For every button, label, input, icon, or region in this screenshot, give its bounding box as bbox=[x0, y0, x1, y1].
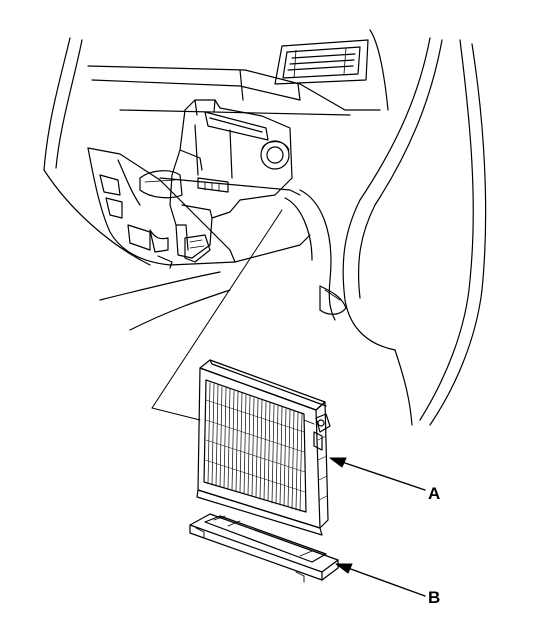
side-panel bbox=[284, 37, 487, 426]
callout-label-b: B bbox=[428, 588, 441, 607]
heater-housing bbox=[139, 99, 293, 269]
leader-arrow-a bbox=[341, 461, 426, 491]
leader-arrow-b bbox=[347, 567, 426, 597]
evaporator-seal-tray bbox=[189, 513, 339, 583]
evaporator-fins bbox=[204, 382, 328, 512]
dashboard-outline bbox=[43, 29, 389, 266]
floor-trim bbox=[99, 271, 347, 331]
glove-box-opening bbox=[87, 147, 311, 266]
arrowhead-a bbox=[329, 457, 347, 468]
evaporator-core bbox=[196, 359, 331, 536]
extension-lines bbox=[151, 209, 283, 421]
callout-label-a: A bbox=[428, 484, 441, 503]
arrowhead-b bbox=[335, 563, 353, 574]
air-vent bbox=[274, 39, 369, 85]
